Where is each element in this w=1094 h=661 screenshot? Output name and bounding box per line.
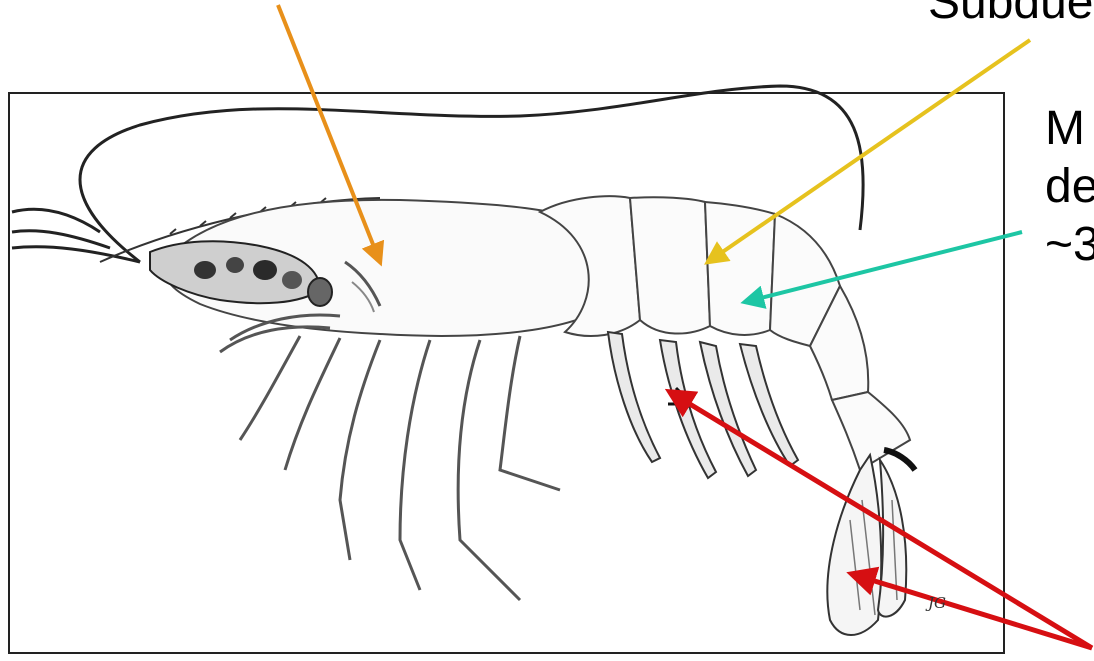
partial-label-top-right: Subdue bbox=[928, 0, 1094, 32]
label-line-1: M bbox=[1045, 100, 1094, 158]
walking-legs bbox=[220, 315, 560, 600]
label-line-3: ~3 bbox=[1045, 216, 1094, 274]
partial-label-right: M de ~3 bbox=[1045, 100, 1094, 274]
artist-initials: JG bbox=[928, 594, 946, 612]
yellow-arrow bbox=[708, 40, 1030, 262]
pleopods bbox=[608, 332, 798, 478]
tail-fan bbox=[827, 450, 915, 635]
label-line-2: de bbox=[1045, 158, 1094, 216]
